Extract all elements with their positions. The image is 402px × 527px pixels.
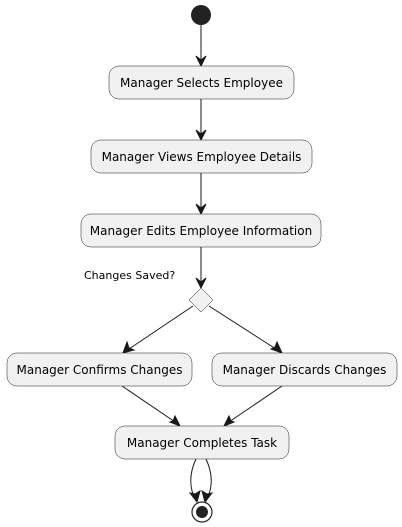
activity-view-employee-details: Manager Views Employee Details [90, 139, 313, 174]
activity-confirm-changes: Manager Confirms Changes [6, 352, 193, 387]
activity-edit-employee-information: Manager Edits Employee Information [80, 213, 322, 248]
activity-select-employee: Manager Selects Employee [108, 65, 295, 100]
activity-discard-changes: Manager Discards Changes [211, 352, 398, 387]
edge-confirm-complete [121, 385, 179, 425]
activity-complete-task: Manager Completes Task [114, 425, 290, 460]
activity-label: Manager Completes Task [127, 436, 277, 450]
activity-label: Manager Edits Employee Information [90, 224, 312, 238]
activity-label: Manager Selects Employee [120, 76, 283, 90]
decision-label: Changes Saved? [84, 269, 175, 282]
edge-discard-complete [225, 385, 283, 425]
decision-node [188, 287, 214, 313]
activity-label: Manager Discards Changes [223, 363, 387, 377]
activity-label: Manager Confirms Changes [17, 363, 183, 377]
end-node [191, 501, 213, 523]
start-node [191, 5, 211, 25]
activity-label: Manager Views Employee Details [102, 150, 302, 164]
edges [121, 25, 283, 504]
edge-decision-confirm [125, 305, 194, 352]
edge-decision-discard [208, 305, 280, 352]
